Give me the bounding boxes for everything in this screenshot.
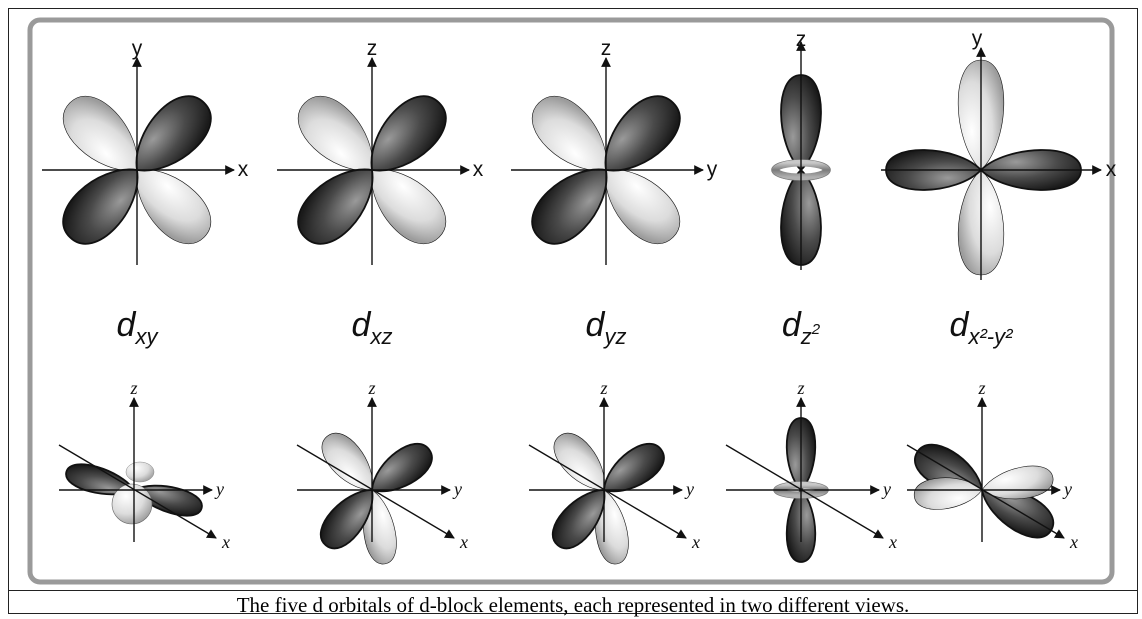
d-yz-top-view: yz [511, 37, 718, 265]
d-xz-top-lobe-3 [297, 168, 374, 245]
d-z2-top-view: z [771, 28, 831, 270]
caption-divider [8, 590, 1138, 591]
d-xz-name-sub: xz [369, 324, 392, 349]
d-z2-name-sub: z [800, 324, 812, 349]
d-yz-top-h-label: y [707, 158, 718, 181]
d-xz-bot-d-axis [296, 444, 455, 539]
d-yz-name-label: dyz [586, 306, 627, 349]
d-xz-top-view: xz [277, 37, 484, 265]
d-yz-bot-d-label: x [691, 532, 700, 552]
d-xz-name-label: dxz [352, 306, 393, 349]
d-xy-top-lobe-2 [135, 95, 212, 172]
d-z2-name-base: d [782, 306, 802, 344]
d-z2-bot-d-axis [725, 444, 884, 539]
d-x2-y2-name-label: dx²-y² [950, 306, 1014, 349]
d-z2-bot-d-label: x [888, 532, 897, 552]
d-x2-y2-bot-lobe-2 [913, 477, 983, 510]
d-xz-top-lobe-1 [371, 169, 446, 244]
d-z2-name-sup: 2 [811, 321, 821, 338]
d-z2-top-v-label: z [796, 28, 807, 51]
d-xy-bot-lobe-3 [125, 461, 155, 483]
d-xy-name-sub: xy [134, 324, 159, 349]
d-xz-bot-lobe-3 [319, 489, 374, 550]
d-xz-top-lobe-0 [298, 96, 373, 171]
d-yz-name-base: d [586, 306, 606, 344]
d-x2-y2-top-h-label: x [1106, 158, 1117, 181]
d-x2-y2-bot-v-label: z [977, 378, 985, 398]
d-yz-bot-lobe-2 [603, 443, 665, 493]
d-x2-y2-bot-h-label: y [1062, 479, 1072, 499]
d-xz-bot-lobe-0 [321, 432, 373, 491]
d-z2-bot-h-label: y [881, 479, 891, 499]
d-yz-top-lobe-2 [604, 95, 681, 172]
d-yz-bot-lobe-3 [551, 489, 606, 550]
figure-caption: The five d orbitals of d-block elements,… [236, 593, 910, 617]
d-xy-top-lobe-0 [63, 96, 138, 171]
d-xz-top-h-label: x [473, 158, 484, 181]
orbitals-layer: xydxyyzxxzdxzyzxyzdyzyzxzdz2yzxxydx²-y²y… [42, 27, 1117, 565]
d-yz-name-sub: yz [602, 324, 626, 349]
d-z2-bottom-view: y z x [725, 378, 897, 563]
d-xy-bot-v-label: z [129, 378, 137, 398]
d-xz-top-v-label: z [367, 37, 378, 60]
diagram-panel [27, 17, 1115, 585]
d-xy-bottom-view: y z x [58, 378, 230, 552]
d-xz-bottom-view: y z x [296, 378, 468, 565]
d-yz-top-lobe-0 [532, 96, 607, 171]
d-xy-name-base: d [117, 306, 137, 344]
d-xz-bot-d-label: x [459, 532, 468, 552]
figure-frame [8, 8, 1138, 614]
d-xy-bot-lobe-0 [65, 463, 136, 496]
d-xy-bot-d-label: x [221, 532, 230, 552]
d-xy-bot-lobe-1 [132, 484, 203, 517]
d-yz-top-lobe-1 [605, 169, 680, 244]
d-xz-bot-lobe-2 [371, 443, 433, 493]
d-x2-y2-name-sub: x²-y² [967, 324, 1013, 349]
d-x2-y2-bot-lobe-3 [981, 465, 1054, 500]
d-yz-bot-v-label: z [599, 378, 607, 398]
d-xy-bot-h-label: y [214, 479, 224, 499]
d-x2-y2-top-view: xy [881, 27, 1117, 280]
d-xz-top-lobe-2 [370, 95, 447, 172]
d-yz-top-lobe-3 [531, 168, 608, 245]
d-yz-top-v-label: z [601, 37, 612, 60]
d-x2-y2-bottom-view: y z x [906, 378, 1078, 552]
d-yz-bot-d-axis [528, 444, 687, 539]
orbitals-diagram: xydxyyzxxzdxzyzxyzdyzyzxzdz2yzxxydx²-y²y… [27, 17, 1117, 585]
d-z2-bot-v-label: z [796, 378, 804, 398]
d-x2-y2-name-base: d [950, 306, 970, 344]
d-xy-top-lobe-3 [62, 168, 139, 245]
d-z2-name-label: dz2 [782, 306, 821, 349]
d-xz-name-base: d [352, 306, 372, 344]
d-xy-top-lobe-1 [136, 169, 211, 244]
d-x2-y2-bot-d-axis [906, 444, 1065, 539]
d-yz-bottom-view: y z x [528, 378, 700, 565]
d-xy-top-view: xy [42, 37, 249, 265]
d-yz-bot-h-label: y [684, 479, 694, 499]
d-xz-bot-v-label: z [367, 378, 375, 398]
d-xy-top-v-label: y [132, 37, 143, 60]
d-yz-bot-lobe-0 [553, 432, 605, 491]
d-xy-name-label: dxy [117, 306, 160, 349]
d-xy-top-h-label: x [238, 158, 249, 181]
d-xy-bot-d-axis [58, 444, 217, 539]
d-xz-bot-h-label: y [452, 479, 462, 499]
d-x2-y2-top-v-label: y [972, 27, 983, 50]
d-x2-y2-bot-d-label: x [1069, 532, 1078, 552]
